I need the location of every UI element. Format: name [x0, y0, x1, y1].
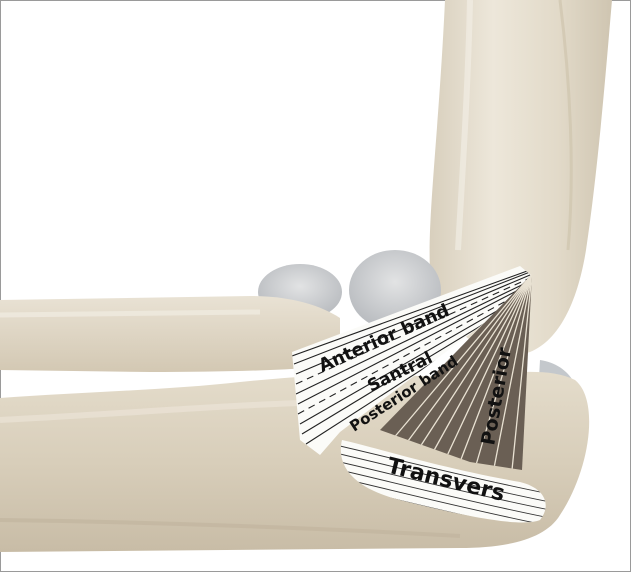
- radius-bone: [0, 296, 340, 372]
